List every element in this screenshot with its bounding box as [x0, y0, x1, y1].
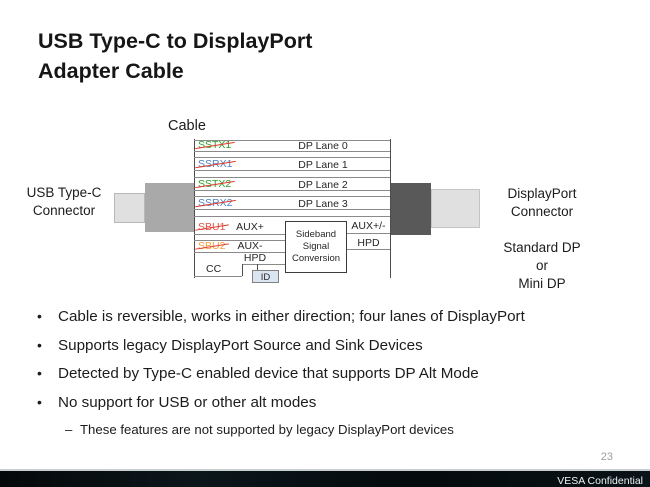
cable-left-edge-line [194, 139, 195, 278]
dp-connector-body-shape [390, 183, 431, 235]
cable-top-line [194, 140, 390, 141]
bullet-item: Cable is reversible, works in either dir… [35, 307, 635, 327]
signal-label-sbu2: SBU2 [198, 240, 226, 252]
slide-title-line1: USB Type-C to DisplayPort [38, 29, 313, 53]
signal-label-sstx2: SSTX2 [198, 178, 232, 190]
hpd-out-label: HPD [357, 237, 380, 249]
page-number: 23 [600, 451, 613, 463]
lane3-wire-line [194, 209, 390, 210]
cc-hpd-riser-line [242, 264, 243, 276]
cc-label: CC [206, 263, 222, 275]
aux-minus-wire-line [194, 252, 285, 253]
lane1-pair-line [194, 177, 390, 178]
footer-divider [0, 469, 650, 471]
usb-type-c-connector-label: USB Type-C Connector [26, 185, 102, 218]
hpd-label: HPD [243, 252, 267, 264]
aux-minus-label: AUX- [237, 240, 263, 252]
lane3-pair-line [194, 216, 390, 217]
lane0-pair-line [194, 157, 390, 158]
sbu-pair-line [194, 240, 285, 241]
dp-plug-shape [431, 189, 480, 228]
lane2-pair-line [194, 196, 390, 197]
dp-lane3-label: DP Lane 3 [298, 198, 348, 210]
displayport-connector-label: DisplayPort Connector [507, 186, 577, 219]
displayport-connector-type-label: Standard DP or Mini DP [503, 240, 581, 291]
dp-lane1-label: DP Lane 1 [298, 159, 348, 171]
cc-wire-line [194, 276, 242, 277]
confidential-label: VESA Confidential [557, 475, 643, 487]
aux-plus-wire-line [194, 234, 285, 235]
lane2-wire-line [194, 190, 390, 191]
cable-right-edge-line [390, 139, 391, 278]
dp-lane2-label: DP Lane 2 [298, 179, 348, 191]
footer-bar: VESA Confidential [0, 471, 650, 487]
signal-label-ssrx2: SSRX2 [198, 197, 233, 209]
bullet-item: No support for USB or other alt modes [35, 393, 635, 413]
sub-bullet-item: These features are not supported by lega… [35, 421, 635, 438]
sideband-signal-conversion-box: Sideband Signal Conversion [285, 221, 347, 273]
aux-out-label: AUX+/- [351, 220, 386, 232]
signal-label-sbu1: SBU1 [198, 221, 226, 233]
slide-title: USB Type-C to DisplayPort Adapter Cable [38, 26, 312, 86]
slide-title-line2: Adapter Cable [38, 59, 184, 83]
lane0-wire-line [194, 151, 390, 152]
hpd-out-wire-line [347, 249, 390, 250]
signal-label-ssrx1: SSRX1 [198, 158, 233, 170]
usb-c-connector-body-shape [145, 183, 195, 232]
bullet-item: Detected by Type-C enabled device that s… [35, 364, 635, 384]
cable-label: Cable [168, 118, 206, 134]
signal-label-sstx1: SSTX1 [198, 139, 232, 151]
bullet-item: Supports legacy DisplayPort Source and S… [35, 336, 635, 356]
aux-out-wire-line [347, 233, 390, 234]
lane1-wire-line [194, 170, 390, 171]
hpd-wire-line [242, 264, 285, 265]
dp-lane0-label: DP Lane 0 [298, 140, 348, 152]
usb-c-plug-shape [114, 193, 145, 223]
id-tick-line [257, 264, 258, 271]
bullet-list: Cable is reversible, works in either dir… [35, 307, 635, 438]
aux-plus-label: AUX+ [236, 221, 264, 233]
id-box: ID [252, 270, 279, 283]
